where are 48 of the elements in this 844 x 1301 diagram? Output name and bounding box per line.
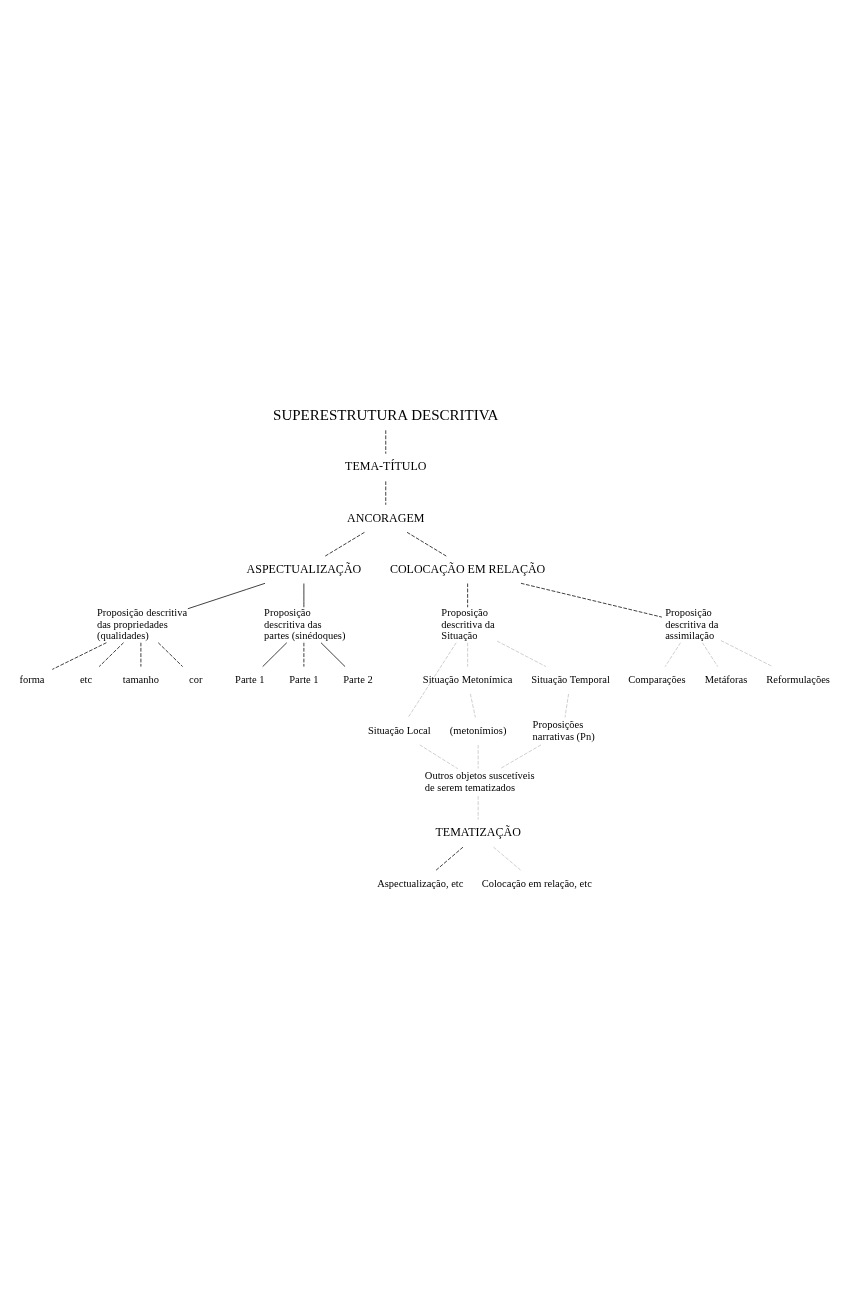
connector [324,531,365,557]
node-text: Comparações [628,673,686,685]
node-text: Parte 1 [235,673,265,685]
connector [720,640,773,667]
node-text: Proposição descritiva das propriedades (qualidades) [96,607,188,642]
node-text: Proposição descritiva da Situação [441,607,495,642]
connector [467,583,468,608]
node-text: Reformulações [766,673,830,685]
node-text: ANCORAGEM [347,510,425,525]
node-text: Proposição descritiva da assimilação [665,607,719,642]
connector [702,642,719,667]
connector [435,846,464,872]
node-text: Colocação em relação, etc [481,878,592,890]
connector [467,642,468,667]
node-text: ASPECTUALIZAÇÃO [246,561,362,576]
node-text: cor [189,673,203,685]
connector [407,642,457,718]
connector [419,744,459,770]
node-text: Situação Local [367,725,431,737]
connector [664,642,681,667]
connector [496,640,547,667]
node-text: Proposição descritiva das partes (sinédoques) [264,607,346,642]
node-text: Aspectualização, etc [377,878,464,890]
node-text: Parte 2 [343,673,373,685]
node-text: TEMATIZAÇÃO [435,825,521,840]
connector [564,693,569,718]
node-text: forma [19,673,45,685]
connector [520,582,663,618]
connector [470,693,476,718]
node-text: TEMA-TÍTULO [345,459,427,474]
node-text: Parte 1 [289,673,319,685]
connector [157,642,184,667]
node-text: SUPERESTRUTURA DESCRITIVA [273,407,499,424]
connector [51,642,107,670]
node-text: Metáforas [704,673,748,685]
connector [493,846,522,872]
connector [187,582,266,610]
connector [499,744,542,770]
node-text: COLOCAÇÃO EM RELAÇÃO [389,561,546,576]
node-text: Situação Metonímica [422,673,513,685]
node-text: etc [79,673,93,685]
node-text: Proposições narrativas (Pn) [532,719,595,742]
node-text: Outros objetos suscetíveis de serem tematizados [424,770,535,793]
node-text: tamanho [122,673,159,685]
node-text: (metonímios) [449,725,507,737]
connector [406,531,447,557]
connector [98,642,124,667]
node-text: Situação Temporal [531,673,610,685]
